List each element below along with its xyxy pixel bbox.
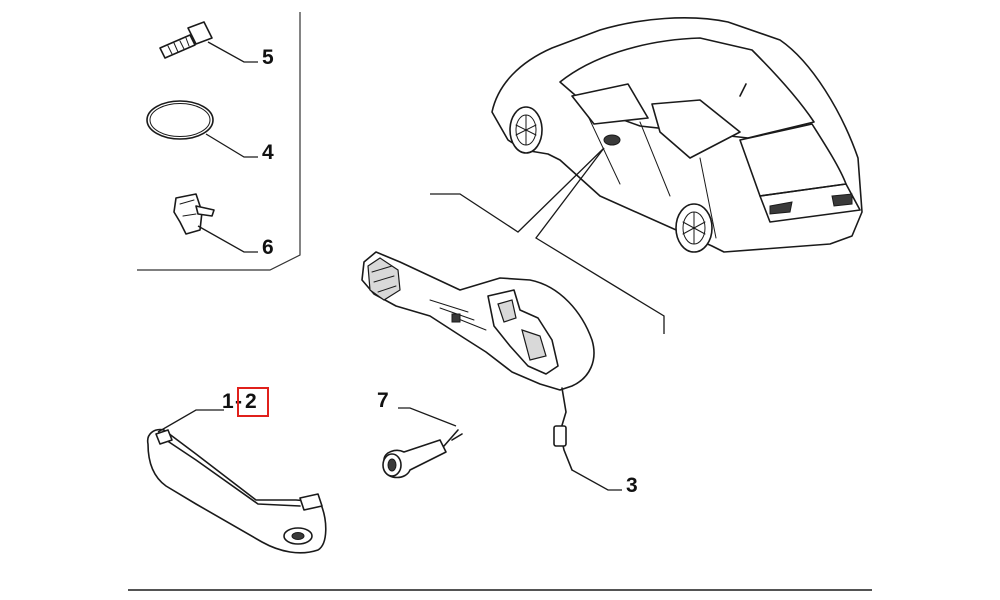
callout-1: 1 [222, 390, 234, 413]
callout-4: 4 [262, 141, 274, 164]
bolt-part-5[interactable] [159, 21, 213, 59]
small-parts-inset-frame [137, 12, 301, 271]
door-handle-part-1-2[interactable] [146, 428, 327, 554]
detail-pointer-lines [430, 147, 665, 334]
selected-part-highlight-box [237, 387, 269, 417]
callout-7: 7 [377, 389, 389, 412]
leader-line-6 [197, 225, 258, 253]
callout-5: 5 [262, 46, 274, 69]
car-illustration [491, 17, 863, 253]
leader-line-4 [205, 133, 258, 158]
lock-cylinder-part-7[interactable] [382, 429, 463, 479]
gasket-part-4[interactable] [146, 100, 214, 140]
handle-carrier-part-3[interactable] [361, 251, 595, 471]
leader-line-7 [398, 407, 457, 427]
leader-line-5 [207, 41, 258, 63]
leader-line-1-2 [157, 409, 224, 433]
callout-6: 6 [262, 236, 274, 259]
leader-line-3 [571, 469, 622, 491]
callout-3: 3 [626, 474, 638, 497]
callout-2: 2 [245, 390, 257, 413]
clip-part-6[interactable] [173, 193, 215, 235]
